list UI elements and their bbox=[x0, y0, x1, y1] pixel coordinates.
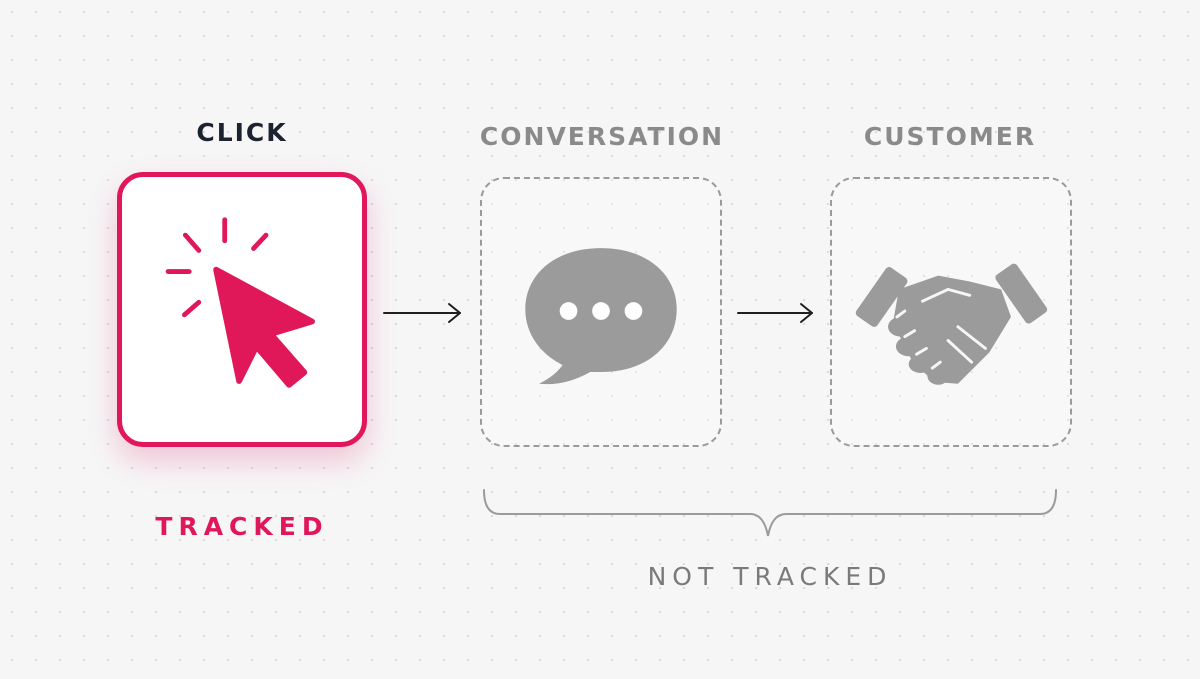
chat-bubble-icon bbox=[525, 248, 677, 385]
arrow-right-icon bbox=[737, 303, 813, 323]
not-tracked-bracket bbox=[483, 489, 1057, 537]
customer-step-box bbox=[830, 177, 1072, 447]
step-label-click: CLICK bbox=[196, 118, 288, 147]
conversation-step-box bbox=[480, 177, 722, 447]
cursor-click-icon bbox=[165, 217, 315, 388]
handshake-icon bbox=[855, 263, 1048, 385]
step-label-conversation: CONVERSATION bbox=[479, 122, 725, 151]
step-label-customer: CUSTOMER bbox=[863, 122, 1037, 151]
arrow-right-icon bbox=[383, 303, 461, 323]
click-step-box bbox=[117, 172, 367, 447]
tracked-label: TRACKED bbox=[155, 512, 329, 541]
not-tracked-label: NOT TRACKED bbox=[647, 562, 893, 591]
